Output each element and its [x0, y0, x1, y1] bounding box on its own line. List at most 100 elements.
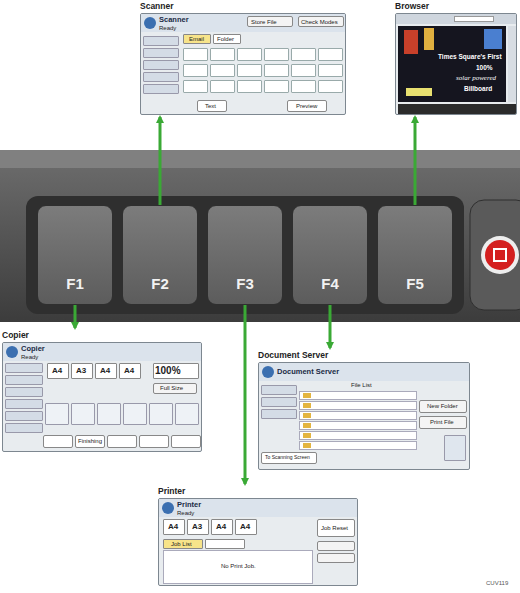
- screen-element: [210, 80, 235, 93]
- screen-element: [143, 60, 179, 70]
- screen-element: [406, 88, 432, 96]
- screen-element: [444, 435, 466, 461]
- screen-text: Copier: [21, 345, 45, 353]
- stop-button: [485, 240, 515, 270]
- screen-text: A3: [76, 367, 86, 375]
- screen-element: [261, 397, 297, 407]
- screen-display: Times Square's First100%solar poweredBil…: [395, 13, 517, 115]
- screen-element: [210, 48, 235, 61]
- screen-text: Ready: [21, 354, 38, 360]
- key-label: F5: [378, 276, 452, 292]
- screen-element: [317, 553, 355, 563]
- screen-text: Ready: [159, 25, 176, 31]
- key-label: F4: [293, 276, 367, 292]
- screen-element: [318, 80, 343, 93]
- screen-element: [303, 403, 311, 408]
- screen-element: [210, 64, 235, 77]
- screen-element: [149, 403, 173, 425]
- screen-element: [261, 385, 297, 395]
- screen-element: [303, 443, 311, 448]
- screen-element: [484, 29, 502, 49]
- screen-element: [303, 393, 311, 398]
- screen-element: [237, 48, 262, 61]
- screen-text: A4: [52, 367, 62, 375]
- screen-element: [291, 48, 316, 61]
- screen-element: [264, 48, 289, 61]
- screen-text: Times Square's First: [438, 54, 502, 61]
- screen-text: Print File: [430, 419, 454, 425]
- screen-element: [175, 403, 199, 425]
- screen-text: Store File: [251, 19, 277, 25]
- screen-text: Job Reset: [321, 525, 348, 531]
- screen-element: [143, 84, 179, 94]
- screen-panel: PrinterPrinterReadyA4A3A4A4Job ResetJob …: [158, 486, 358, 586]
- screen-text: To Scanning Screen: [265, 455, 310, 460]
- screen-element: [261, 409, 297, 419]
- screen-text: Text: [205, 103, 216, 109]
- screen-element: [318, 64, 343, 77]
- screen-element: [5, 375, 43, 385]
- screen-element: [303, 423, 311, 428]
- screen-element: [299, 401, 417, 410]
- screen-element: [424, 28, 434, 50]
- screen-element: [299, 421, 417, 430]
- screen-text: Scanner: [159, 16, 189, 24]
- figure-code: CUV119: [486, 580, 508, 586]
- screen-element: [143, 72, 179, 82]
- screen-element: [5, 363, 43, 373]
- screen-panel: BrowserTimes Square's First100%solar pow…: [395, 1, 517, 115]
- key-label: F1: [38, 276, 112, 292]
- screen-heading: Document Server: [258, 350, 328, 360]
- screen-element: [6, 346, 18, 358]
- screen-element: [144, 17, 156, 29]
- key-label: F2: [123, 276, 197, 292]
- screen-text: A4: [168, 523, 178, 531]
- screen-display: ScannerReadyStore FileCheck ModesEmailFo…: [140, 13, 346, 115]
- screen-element: [237, 64, 262, 77]
- screen-text: Billboard: [464, 86, 492, 93]
- screen-element: [5, 411, 43, 421]
- screen-element: [143, 48, 179, 58]
- screen-text: Preview: [296, 103, 317, 109]
- screen-heading: Browser: [395, 1, 429, 11]
- screen-element: [5, 423, 43, 433]
- function-key: F5: [377, 205, 453, 305]
- screen-element: [264, 80, 289, 93]
- screen-text: solar powered: [456, 75, 496, 82]
- arrow-connector: [244, 305, 247, 484]
- arrow-connector: [414, 117, 417, 205]
- screen-text: A4: [216, 523, 226, 531]
- screen-element: [299, 411, 417, 420]
- panel-edge: [0, 150, 520, 168]
- function-key: F4: [292, 205, 368, 305]
- screen-element: [183, 48, 208, 61]
- screen-display: Document ServerFile ListNew FolderPrint …: [258, 362, 470, 470]
- screen-element: [162, 502, 174, 514]
- screen-text: A4: [240, 523, 250, 531]
- screen-text: A3: [192, 523, 202, 531]
- panel-body: [0, 150, 520, 322]
- screen-element: [107, 435, 137, 448]
- screen-element: [291, 64, 316, 77]
- screen-element: [183, 64, 208, 77]
- screen-element: [317, 541, 355, 551]
- screen-text: Job List: [171, 541, 192, 547]
- screen-element: [205, 539, 245, 549]
- key-channel: [26, 196, 464, 314]
- screen-element: [398, 104, 516, 114]
- screen-text: Email: [189, 36, 204, 42]
- stop-key: [470, 200, 520, 310]
- screen-element: [299, 431, 417, 440]
- screen-element: [97, 403, 121, 425]
- screen-element: [508, 26, 516, 102]
- screen-heading: Copier: [2, 330, 29, 340]
- function-key: F3: [207, 205, 283, 305]
- screen-display: PrinterReadyA4A3A4A4Job ResetJob ListNo …: [158, 498, 358, 586]
- screen-text: No Print Job.: [221, 563, 256, 569]
- screen-element: [454, 16, 494, 22]
- screen-element: [43, 435, 73, 448]
- arrow-connector: [74, 305, 77, 328]
- arrow-connector: [329, 305, 332, 348]
- screen-text: A4: [100, 367, 110, 375]
- screen-element: [318, 48, 343, 61]
